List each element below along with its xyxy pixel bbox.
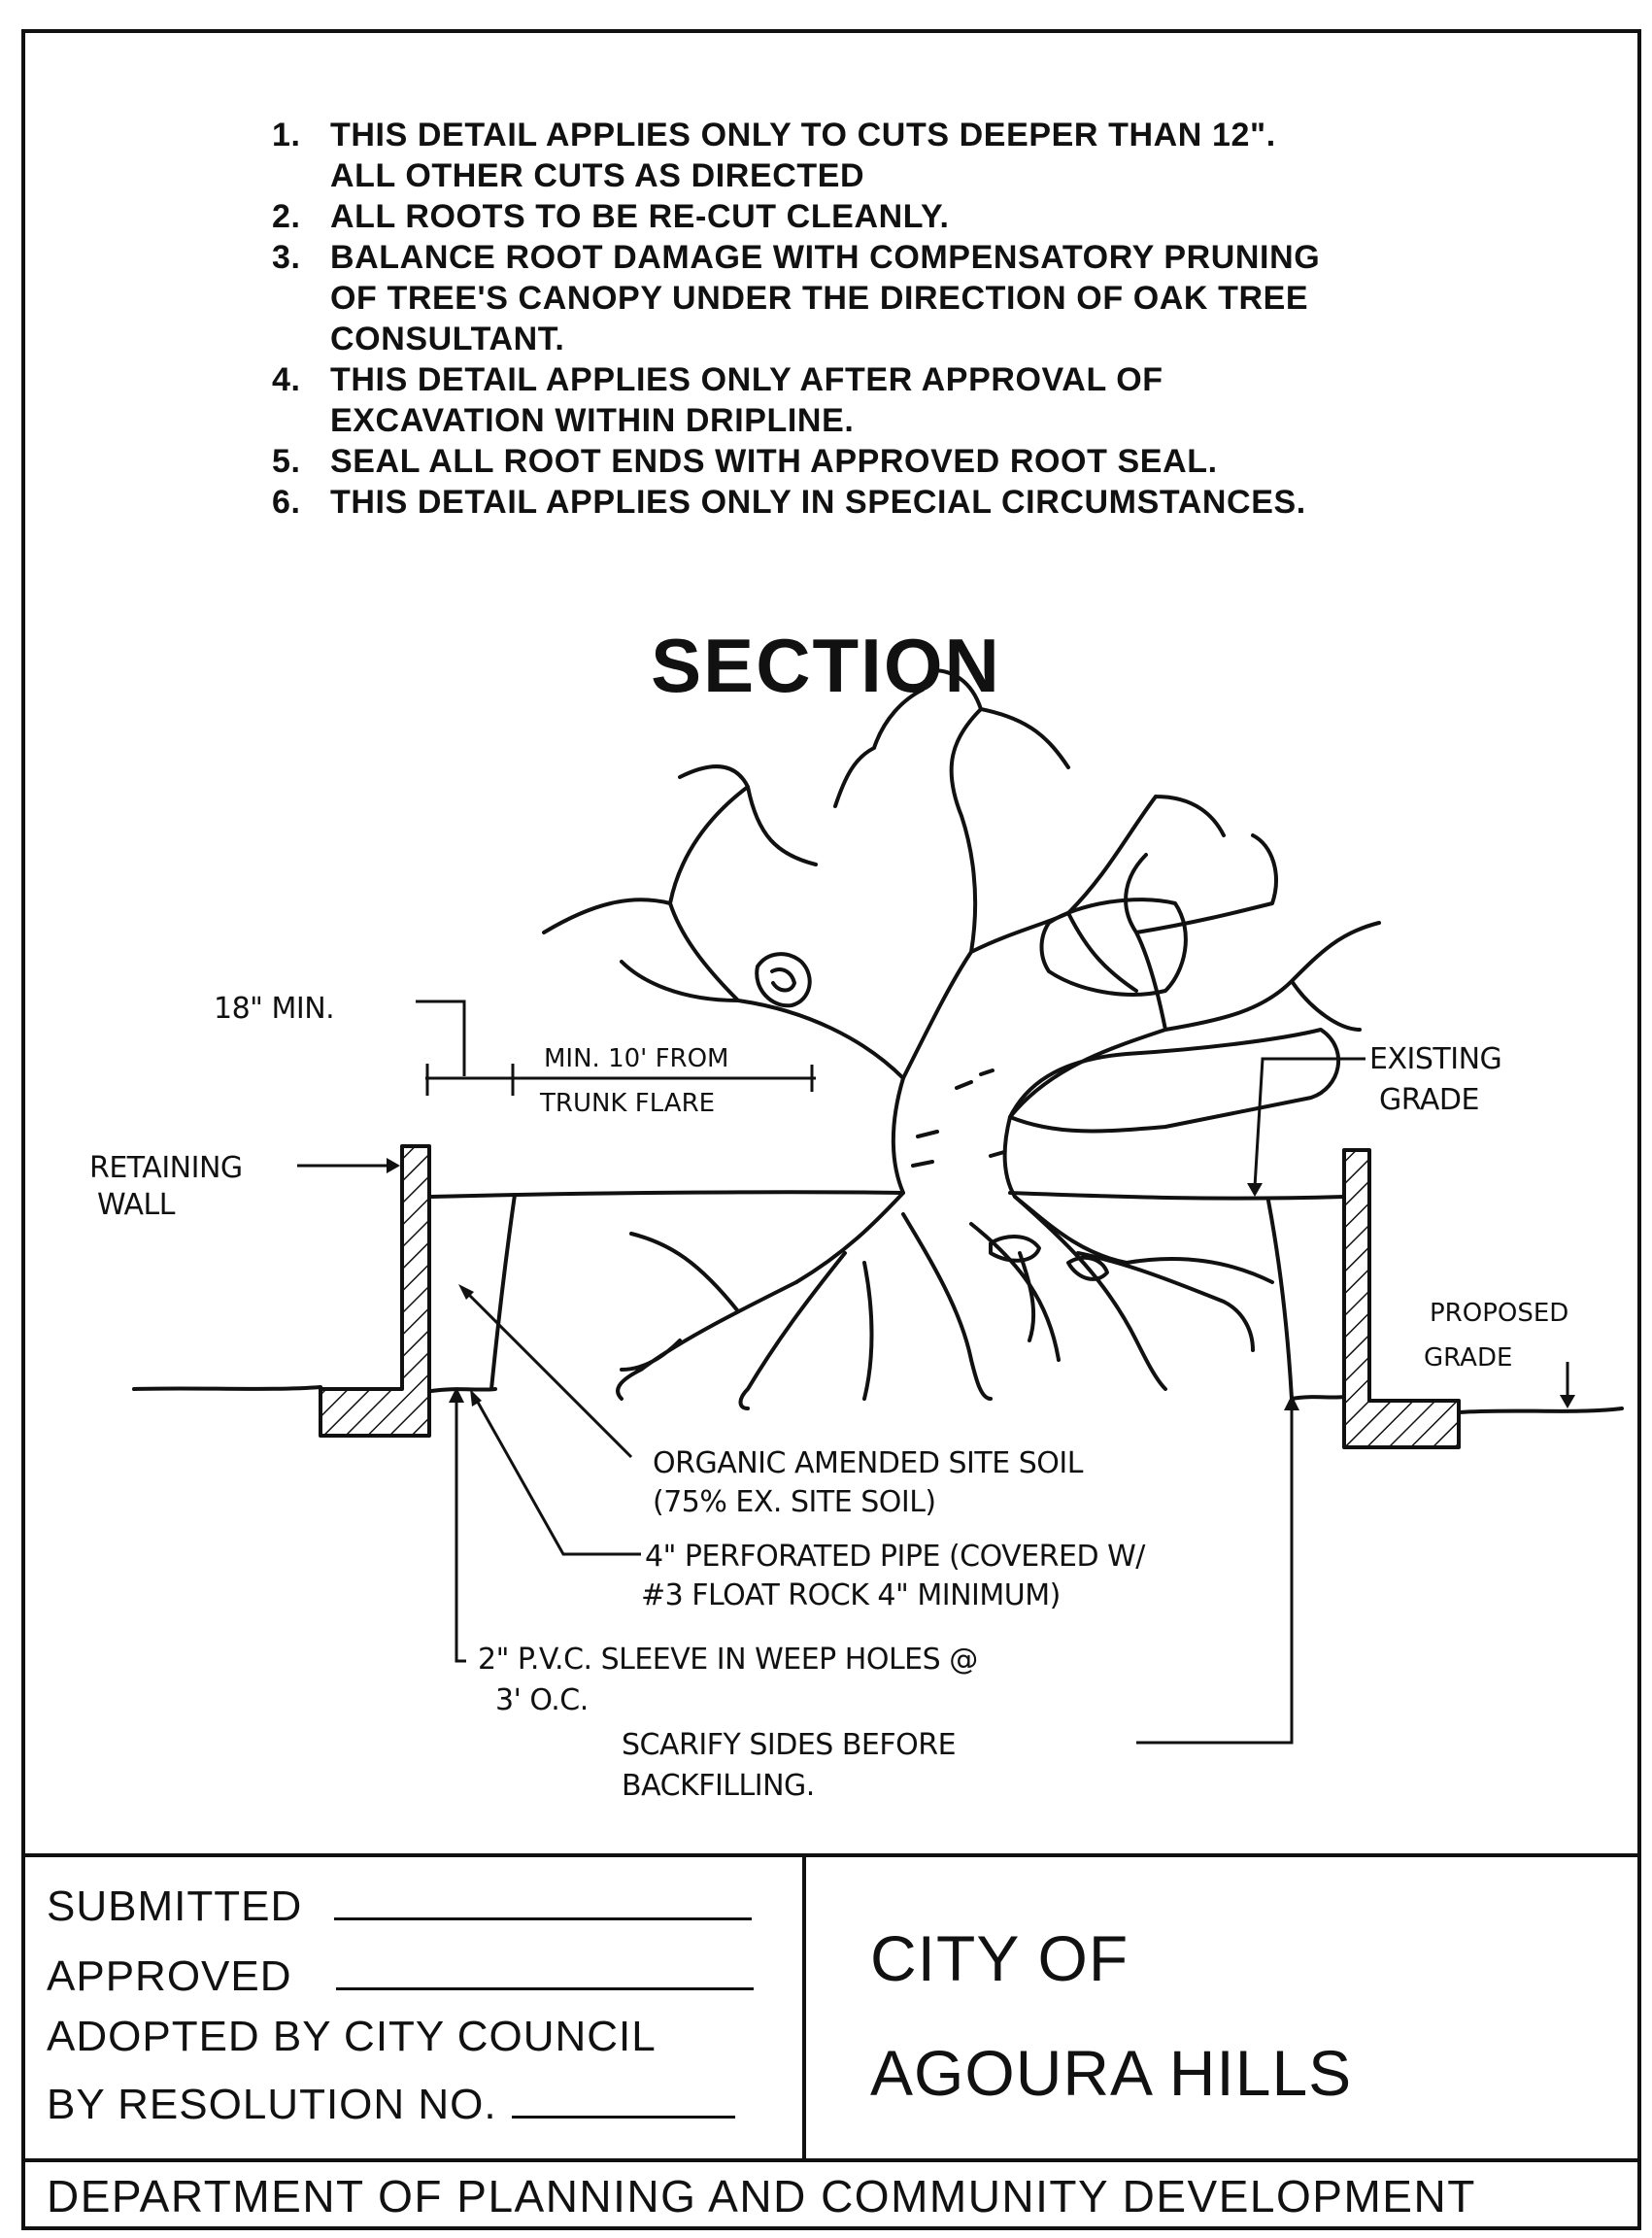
excavation-right-side — [1266, 1199, 1294, 1401]
label-min-10-line2: TRUNK FLARE — [539, 1089, 715, 1118]
leader-pipe — [474, 1398, 641, 1556]
arrow-scarify — [1284, 1395, 1299, 1410]
submitted-signature-line — [334, 1875, 753, 1920]
department-name: DEPARTMENT OF PLANNING AND COMMUNITY DEV… — [47, 2171, 1476, 2221]
right-retaining-wall — [1342, 1148, 1461, 1449]
title-block-divider — [802, 1853, 806, 2160]
label-sleeve-line2: 3' O.C. — [495, 1683, 589, 1717]
dim-18-line — [425, 1064, 515, 1096]
approved-signature-line — [335, 1945, 754, 1990]
label-existing-grade-line1: EXISTING — [1369, 1042, 1501, 1076]
label-min-10-line1: MIN. 10' FROM — [544, 1044, 729, 1073]
note-item: 2. ALL ROOTS TO BE RE-CUT CLEANLY. — [272, 196, 1418, 237]
note-number: 5. — [272, 443, 301, 480]
note-item: 4. THIS DETAIL APPLIES ONLY AFTER APPROV… — [272, 359, 1418, 441]
note-number: 6. — [272, 484, 301, 521]
proposed-grade-line-right — [1457, 1407, 1624, 1414]
label-scarify-line2: BACKFILLING. — [622, 1769, 815, 1803]
label-18-min: 18" MIN. — [214, 992, 334, 1026]
arrow-retaining-wall — [387, 1158, 400, 1173]
knot-inner — [770, 967, 796, 993]
approved-row: APPROVED — [47, 1945, 754, 2001]
section-title: SECTION — [651, 623, 1001, 708]
note-text: SEAL ALL ROOT ENDS WITH APPROVED ROOT SE… — [330, 443, 1218, 480]
title-block-top-rule — [21, 1853, 1641, 1857]
note-number: 1. — [272, 117, 301, 153]
label-retaining-wall-line2: WALL — [97, 1188, 176, 1222]
note-number: 2. — [272, 198, 301, 235]
leader-sleeve — [455, 1399, 466, 1663]
arrow-existing-grade — [1247, 1183, 1263, 1197]
general-notes: 1. THIS DETAIL APPLIES ONLY TO CUTS DEEP… — [272, 115, 1418, 523]
left-retaining-wall — [319, 1144, 431, 1438]
excavation-left-side — [489, 1193, 517, 1391]
root-island-2 — [1066, 1255, 1109, 1281]
leader-organic — [464, 1290, 633, 1459]
note-text: THIS DETAIL APPLIES ONLY AFTER APPROVAL … — [330, 361, 1163, 439]
label-sleeve-line1: 2" P.V.C. SLEEVE IN WEEP HOLES @ — [478, 1643, 978, 1677]
dim-18-leader — [416, 1000, 466, 1076]
adopted-label-line1: ADOPTED BY CITY COUNCIL — [47, 2013, 657, 2060]
approved-label: APPROVED — [47, 1952, 292, 2000]
trunk-right — [1002, 1115, 1129, 1265]
knot — [755, 952, 812, 1008]
dim-10-line — [515, 1065, 816, 1092]
arrow-organic — [458, 1284, 474, 1300]
note-text: THIS DETAIL APPLIES ONLY IN SPECIAL CIRC… — [330, 484, 1306, 521]
label-organic-line1: ORGANIC AMENDED SITE SOIL — [653, 1446, 1084, 1480]
label-pipe-line2: #3 FLOAT ROCK 4" MINIMUM) — [641, 1578, 1061, 1612]
label-pipe-line1: 4" PERFORATED PIPE (COVERED W/ — [645, 1540, 1146, 1574]
arrow-proposed-grade — [1560, 1395, 1575, 1408]
arrow-pipe — [470, 1389, 482, 1407]
label-organic-line2: (75% EX. SITE SOIL) — [653, 1485, 936, 1519]
title-block-bottom-rule — [21, 2158, 1641, 2162]
label-proposed-grade-line2: GRADE — [1424, 1343, 1512, 1373]
label-scarify-line1: SCARIFY SIDES BEFORE — [622, 1728, 956, 1762]
trunk-mark — [911, 1068, 1006, 1168]
roots — [616, 1195, 1274, 1410]
leader-scarify — [1136, 1407, 1294, 1745]
submitted-row: SUBMITTED — [47, 1875, 753, 1931]
sheet-border — [21, 29, 1641, 2230]
proposed-grade-line-left — [132, 1385, 322, 1391]
note-text: ALL ROOTS TO BE RE-CUT CLEANLY. — [330, 198, 950, 235]
label-proposed-grade-line1: PROPOSED — [1430, 1299, 1568, 1328]
adopted-row: ADOPTED BY CITY COUNCIL — [47, 2013, 657, 2061]
resolution-row: BY RESOLUTION NO. — [47, 2073, 735, 2129]
foliage-right — [1008, 1028, 1340, 1134]
note-item: 6. THIS DETAIL APPLIES ONLY IN SPECIAL C… — [272, 482, 1418, 523]
label-retaining-wall-line1: RETAINING — [89, 1151, 243, 1185]
section-drawing: 18" MIN. MIN. 10' FROM TRUNK FLARE RETAI… — [89, 668, 1624, 1803]
note-number: 4. — [272, 361, 301, 398]
existing-grade-line — [429, 1190, 1346, 1201]
fill-line-left — [429, 1387, 497, 1393]
submitted-label: SUBMITTED — [47, 1882, 303, 1930]
city-name-line1: CITY OF — [870, 1922, 1129, 1994]
city-name-line2: AGOURA HILLS — [870, 2037, 1353, 2109]
note-number: 3. — [272, 239, 301, 276]
foliage-upper-right — [1039, 898, 1188, 997]
arrow-sleeve — [449, 1387, 464, 1403]
note-text: THIS DETAIL APPLIES ONLY TO CUTS DEEPER … — [330, 117, 1276, 194]
note-text: BALANCE ROOT DAMAGE WITH COMPENSATORY PR… — [330, 239, 1321, 357]
label-existing-grade-line2: GRADE — [1379, 1083, 1479, 1117]
leader-existing-grade — [1253, 1057, 1365, 1188]
trunk-left — [794, 1076, 905, 1284]
adopted-label-line2: BY RESOLUTION NO. — [47, 2081, 497, 2128]
note-item: 1. THIS DETAIL APPLIES ONLY TO CUTS DEEP… — [272, 115, 1418, 196]
resolution-number-line — [511, 2073, 735, 2119]
note-item: 5. SEAL ALL ROOT ENDS WITH APPROVED ROOT… — [272, 441, 1418, 482]
root-island-1 — [989, 1235, 1041, 1263]
fill-line-right — [1290, 1395, 1346, 1401]
note-item: 3. BALANCE ROOT DAMAGE WITH COMPENSATORY… — [272, 237, 1418, 359]
